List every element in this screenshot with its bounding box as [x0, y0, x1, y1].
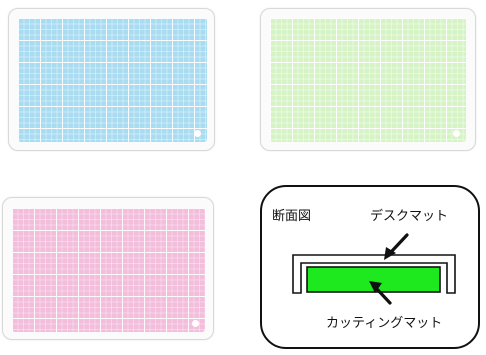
desk-mat-arrow — [390, 233, 409, 253]
mat-corner-hole — [192, 320, 199, 327]
desk-mat-label: デスクマット — [370, 209, 449, 224]
pink-mat-card — [2, 197, 214, 340]
blue-mat-card — [8, 8, 215, 151]
cutting-mat-label: カッティングマット — [326, 316, 443, 331]
cutting-mat-arrowhead — [369, 281, 382, 293]
green-mat-card — [260, 8, 476, 151]
cross-section-drawing — [292, 233, 456, 305]
mat-corner-hole — [453, 130, 460, 137]
cross-section-diagram: 断面図 デスクマット カッティングマット — [260, 185, 480, 349]
desk-mat-arrowhead — [384, 247, 396, 260]
desk-mat-shape — [292, 254, 456, 294]
pink-cutting-mat — [12, 208, 205, 332]
diagram-title: 断面図 — [272, 209, 312, 224]
green-cutting-mat — [270, 18, 466, 142]
mat-corner-hole — [194, 130, 201, 137]
cutting-mat-arrow — [374, 286, 392, 305]
blue-cutting-mat — [18, 18, 207, 142]
